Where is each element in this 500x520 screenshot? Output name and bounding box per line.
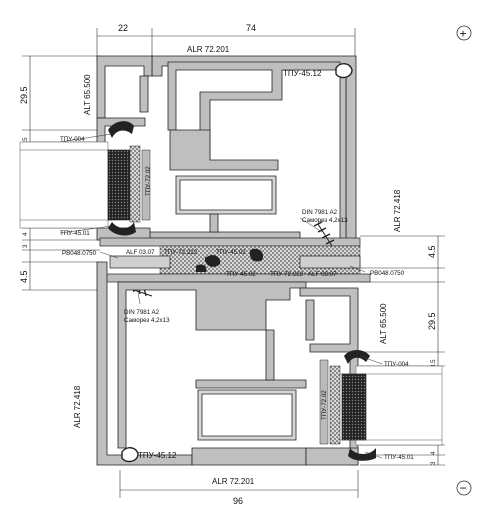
label-alf-0307-b: ALF 03.07 xyxy=(308,271,337,278)
gasket-tpu-4512-top xyxy=(335,63,353,79)
label-tpu-4502-a: ТПУ-45.02 xyxy=(216,249,246,256)
dim-left-3-5: 3.5 xyxy=(22,137,29,146)
label-alf-0307-a: ALF 03.07 xyxy=(126,249,155,256)
label-din-bottom-1: DIN 7981 A2 xyxy=(124,309,160,316)
label-tpu-4502-b: ТПУ-45.02 xyxy=(226,271,256,278)
gasket-group-left xyxy=(108,121,151,236)
label-tpu-72222-a: ТПУ-72.222 xyxy=(164,249,198,256)
label-tpu-004-left: ТПУ-004 xyxy=(60,136,85,143)
label-din-bottom-2: Саморез 4,2x13 xyxy=(124,317,170,324)
dim-right-4: 4 xyxy=(430,451,437,455)
label-tpu-7202-left: ТПУ-72.02 xyxy=(145,166,152,196)
label-alt-65500-right: ALT 65.500 xyxy=(379,303,388,344)
dim-left-4: 4 xyxy=(22,232,29,236)
label-alt-65500-left: ALT 65.500 xyxy=(83,74,92,115)
label-pb-left: PB048.0750 xyxy=(62,250,97,257)
dim-left-3: 3 xyxy=(22,244,29,248)
dim-bottom-96: 96 xyxy=(233,496,243,506)
label-tpu-004-right: ТПУ-004 xyxy=(384,361,409,368)
label-alr-72418-left: ALR 72.418 xyxy=(73,385,82,428)
label-din-top-1: DIN 7981 A2 xyxy=(302,209,338,216)
dim-top-22: 22 xyxy=(118,23,128,33)
label-tpu-72222-b: ТПУ-72.222 xyxy=(270,271,304,278)
screw-top xyxy=(313,221,335,247)
leader-lines xyxy=(59,133,383,459)
label-alr-72201-top: ALR 72.201 xyxy=(187,45,230,54)
minus-icon: − xyxy=(456,480,472,496)
label-tpu-4501-left: ТПУ-45.01 xyxy=(60,230,90,237)
label-din-top-2: Саморез 4,2x13 xyxy=(302,217,348,224)
svg-text:+: + xyxy=(460,27,467,41)
dim-top-74: 74 xyxy=(246,23,256,33)
upper-frame-profile xyxy=(147,55,357,269)
label-tpu-4512-top: ТПУ-45.12 xyxy=(283,69,322,78)
dim-left-29-5: 29.5 xyxy=(19,86,29,104)
label-tpu-4512-bottom: ТПУ-45.12 xyxy=(138,451,177,460)
dim-right-3-5: 3.5 xyxy=(430,359,437,368)
svg-text:−: − xyxy=(460,481,467,495)
dim-right-4-5: 4.5 xyxy=(427,245,437,258)
label-alr-72201-bottom: ALR 72.201 xyxy=(212,477,255,486)
label-tpu-4501-right: ТПУ-45.01 xyxy=(384,454,414,461)
plus-icon: + xyxy=(456,25,472,41)
label-tpu-7202-right: ТПУ-72.02 xyxy=(321,390,328,420)
glass-unit-right xyxy=(329,365,443,446)
label-pb-right: PB048.0750 xyxy=(370,270,405,277)
dim-right-3: 3 xyxy=(430,461,437,465)
lower-frame-profile xyxy=(96,261,307,466)
gasket-group-right xyxy=(319,350,376,461)
dim-left-4-5: 4.5 xyxy=(19,270,29,283)
gasket-tpu-4512-bottom xyxy=(121,447,139,463)
label-alr-72418-right: ALR 72.418 xyxy=(393,189,402,232)
transom-assembly xyxy=(99,237,371,283)
glass-unit-left xyxy=(19,141,141,229)
dim-right-29-5: 29.5 xyxy=(427,312,437,330)
